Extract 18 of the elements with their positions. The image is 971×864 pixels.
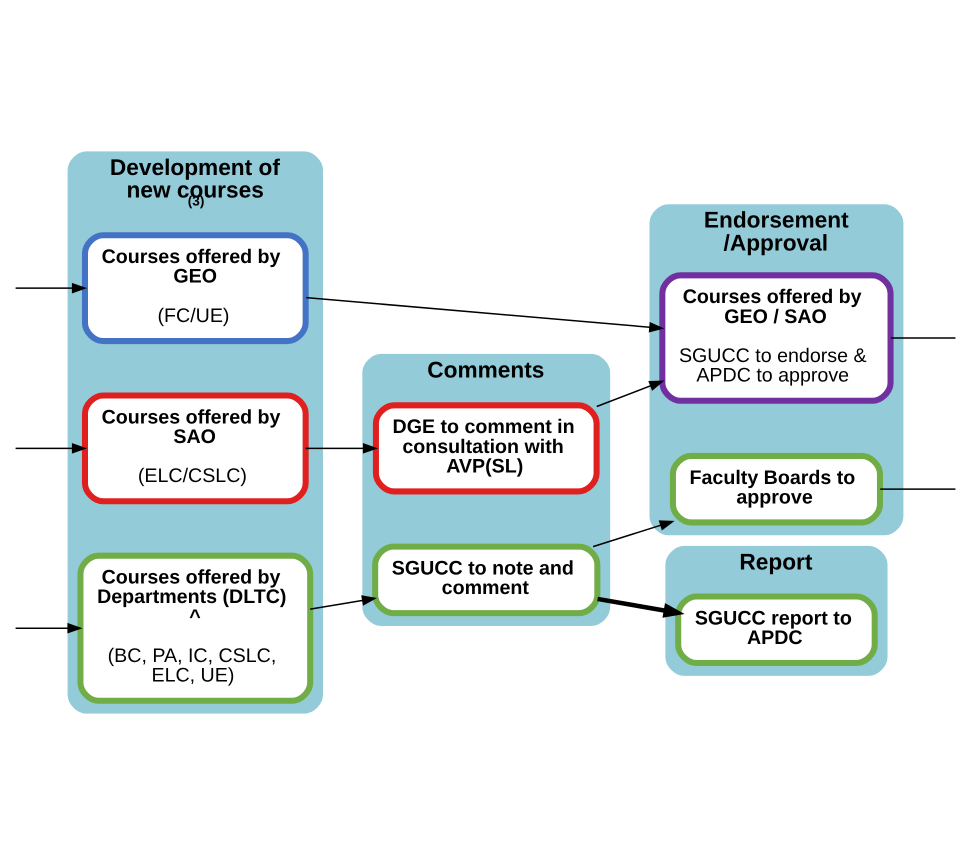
node-box: Courses offered by GEO / SAO SGUCC to endorse & APDC to approve: [659, 272, 894, 404]
arrow: [597, 596, 685, 618]
connector: [890, 336, 956, 338]
node-box: Courses offered by Departments (DLTC) ^ (BC, PA, IC, CSLC, ELC, UE): [77, 552, 314, 704]
arrow: [306, 442, 378, 454]
arrow: [306, 296, 664, 332]
arrow: [16, 622, 83, 634]
arrow: [592, 520, 675, 547]
connector: [880, 488, 956, 490]
node-box: SGUCC to note and comment: [372, 543, 600, 616]
node-box: DGE to comment in consultation with AVP(SL): [372, 402, 600, 494]
node-box: Courses offered by GEO (FC/UE): [82, 232, 309, 344]
node-box: SGUCC report to APDC: [675, 592, 878, 666]
arrow: [16, 442, 88, 454]
node-box: Faculty Boards to approve: [670, 452, 883, 525]
arrow: [310, 594, 378, 610]
node-box: Courses offered by SAO (ELC/CSLC): [82, 392, 309, 504]
arrow: [16, 282, 88, 293]
